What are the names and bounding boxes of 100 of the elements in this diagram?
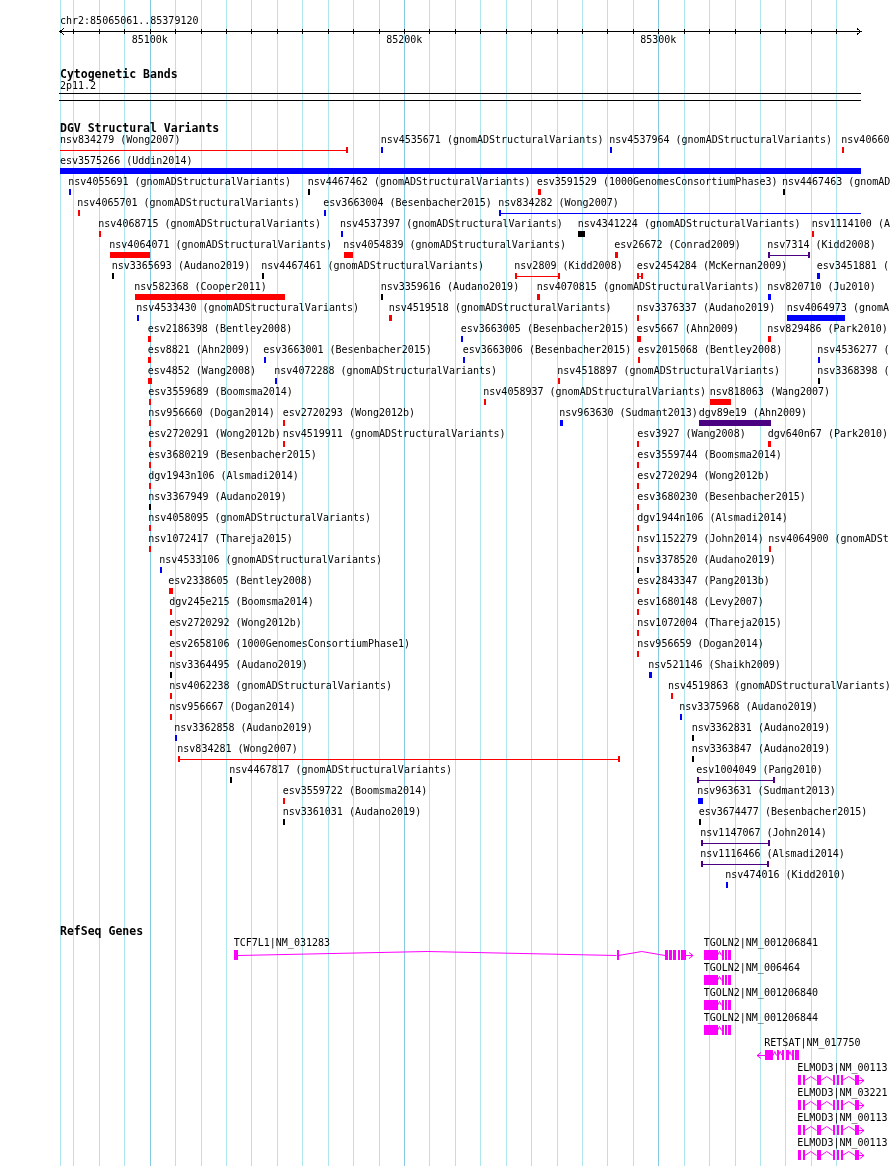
- variant-label: nsv3362858 (Audano2019): [174, 722, 313, 734]
- variant-label: esv3591529 (1000GenomesConsortiumPhase3): [536, 176, 778, 188]
- gene-label: TGOLN2|NM_001206841: [703, 937, 819, 949]
- variant-label: dgv245e215 (Boomsma2014): [169, 596, 314, 608]
- variant-label: dgv1943n106 (Alsmadi2014): [148, 470, 299, 482]
- variant-label: nsv956659 (Dogan2014): [637, 638, 764, 650]
- variant-label: nsv474016 (Kidd2010): [725, 869, 846, 881]
- variant-label: dgv1944n106 (Alsmadi2014): [637, 512, 788, 524]
- variant-label: nsv4070815 (gnomADStructuralVariants): [536, 281, 760, 293]
- variant-label: nsv3378520 (Audano2019): [637, 554, 776, 566]
- gene-label: ELMOD3|NM_00113: [797, 1112, 888, 1124]
- gene-label: TCF7L1|NM_031283: [233, 937, 330, 949]
- variant-label: nsv4064973 (gnomA: [786, 302, 890, 314]
- variant-label: nsv1147067 (John2014): [700, 827, 827, 839]
- variant-label: nsv4519518 (gnomADStructuralVariants): [388, 302, 612, 314]
- variant-label: nsv820710 (Ju2010): [767, 281, 876, 293]
- axis-tick-label: 85200k: [386, 34, 423, 46]
- variant-label: nsv818063 (Wang2007): [709, 386, 831, 398]
- variant-label: nsv3367949 (Audano2019): [148, 491, 287, 503]
- variant-label: esv3663001 (Besenbacher2015): [263, 344, 432, 356]
- variant-label: esv1680148 (Levy2007): [637, 596, 764, 608]
- variant-label: nsv4058095 (gnomADStructuralVariants): [148, 512, 372, 524]
- coordinate-range-label: chr2:85065061..85379120: [60, 15, 199, 27]
- variant-label: esv1004049 (Pang2010): [696, 764, 823, 776]
- variant-label: nsv956660 (Dogan2014): [148, 407, 275, 419]
- track-title: DGV Structural Variants: [60, 121, 220, 135]
- variant-label: esv2454284 (McKernan2009): [636, 260, 788, 272]
- variant-label: nsv1152279 (John2014): [637, 533, 764, 545]
- variant-label: esv2658106 (1000GenomesConsortiumPhase1): [169, 638, 411, 650]
- gene-label: ELMOD3|NM_00113: [797, 1137, 888, 1149]
- variant-label: esv3451881 (: [816, 260, 889, 272]
- variant-label: nsv4467463 (gnomAD: [782, 176, 890, 188]
- variant-label: nsv4533106 (gnomADStructuralVariants): [159, 554, 383, 566]
- variant-label: esv3559689 (Boomsma2014): [148, 386, 293, 398]
- variant-label: esv2720291 (Wong2012b): [148, 428, 281, 440]
- variant-label: esv2720293 (Wong2012b): [282, 407, 416, 419]
- variant-label: esv8821 (Ahn2009): [147, 344, 251, 356]
- axis-tick-label: 85300k: [640, 34, 677, 46]
- variant-label: esv2338605 (Bentley2008): [168, 575, 313, 587]
- variant-label: dgv640n67 (Park2010): [767, 428, 889, 440]
- variant-label: esv5667 (Ahn2009): [636, 323, 740, 335]
- variant-label: nsv4068715 (gnomADStructuralVariants): [98, 218, 322, 230]
- variant-label: nsv4055691 (gnomADStructuralVariants): [68, 176, 292, 188]
- variant-label: nsv4533430 (gnomADStructuralVariants): [136, 302, 360, 314]
- variant-label: nsv2809 (Kidd2008): [514, 260, 623, 272]
- variant-label: nsv1116466 (Alsmadi2014): [700, 848, 845, 860]
- variant-label: nsv834281 (Wong2007): [177, 743, 298, 755]
- variant-label: esv3663006 (Besenbacher2015): [462, 344, 632, 356]
- variant-label: nsv3363847 (Audano2019): [691, 743, 831, 755]
- variant-label: nsv4537397 (gnomADStructuralVariants): [340, 218, 563, 230]
- variant-label: nsv582368 (Cooper2011): [134, 281, 267, 293]
- gene-label: TGOLN2|NM_006464: [703, 962, 800, 974]
- variant-label: nsv4058937 (gnomADStructuralVariants): [483, 386, 707, 398]
- variant-label: nsv1114100 (A: [811, 218, 890, 230]
- variant-label: esv3927 (Wang2008): [637, 428, 746, 440]
- variant-label: nsv521146 (Shaikh2009): [648, 659, 781, 671]
- variant-label: nsv7314 (Kidd2008): [767, 239, 876, 251]
- variant-label: nsv3364495 (Audano2019): [169, 659, 308, 671]
- variant-label: esv3680230 (Besenbacher2015): [637, 491, 806, 503]
- variant-label: nsv4519911 (gnomADStructuralVariants): [282, 428, 506, 440]
- variant-label: esv2720292 (Wong2012b): [169, 617, 302, 629]
- gene-label: RETSAT|NM_017750: [764, 1037, 861, 1049]
- variant-label: nsv4518897 (gnomADStructuralVariants): [557, 365, 781, 377]
- variant-label: esv2843347 (Pang2013b): [637, 575, 770, 587]
- variant-label: nsv3365693 (Audano2019): [111, 260, 251, 272]
- variant-label: nsv4467817 (gnomADStructuralVariants): [229, 764, 453, 776]
- gene-label: ELMOD3|NM_00113: [797, 1062, 888, 1074]
- variant-label: nsv4062238 (gnomADStructuralVariants): [169, 680, 393, 692]
- variant-label: nsv4519863 (gnomADStructuralVariants): [668, 680, 890, 692]
- gene-label: TGOLN2|NM_001206844: [703, 1012, 819, 1024]
- variant-label: nsv1072004 (Thareja2015): [637, 617, 782, 629]
- variant-label: esv3559744 (Boomsma2014): [637, 449, 782, 461]
- variant-label: nsv4065701 (gnomADStructuralVariants): [77, 197, 301, 209]
- variant-label: nsv4064071 (gnomADStructuralVariants): [109, 239, 333, 251]
- axis-tick-label: 85100k: [131, 34, 168, 46]
- gene-label: TGOLN2|NM_001206840: [703, 987, 819, 999]
- variant-label: nsv956667 (Dogan2014): [169, 701, 296, 713]
- variant-label: esv26672 (Conrad2009): [614, 239, 741, 251]
- variant-label: nsv3359616 (Audano2019): [380, 281, 520, 293]
- variant-label: nsv4467461 (gnomADStructuralVariants): [261, 260, 485, 272]
- variant-label: nsv963631 (Sudmant2013): [697, 785, 836, 797]
- track-title: Cytogenetic Bands: [60, 67, 178, 81]
- variant-label: nsv40660: [841, 134, 890, 146]
- cytoband-label: 2p11.2: [60, 80, 97, 92]
- variant-label: nsv4064900 (gnomADSt: [768, 533, 889, 545]
- variant-label: nsv834282 (Wong2007): [498, 197, 619, 209]
- variant-label: esv3663005 (Besenbacher2015): [460, 323, 630, 335]
- variant-label: esv2015068 (Bentley2008): [637, 344, 783, 356]
- variant-label: nsv4537964 (gnomADStructuralVariants): [609, 134, 833, 146]
- variant-label: nsv963630 (Sudmant2013): [559, 407, 698, 419]
- variant-label: esv3680219 (Besenbacher2015): [148, 449, 317, 461]
- variant-label: nsv4054839 (gnomADStructuralVariants): [343, 239, 567, 251]
- variant-label: esv3674477 (Besenbacher2015): [698, 806, 868, 818]
- variant-label: nsv3376337 (Audano2019): [636, 302, 776, 314]
- variant-label: dgv89e19 (Ahn2009): [698, 407, 808, 419]
- variant-label: nsv3368398 (: [817, 365, 890, 377]
- variant-label: esv3559722 (Boomsma2014): [282, 785, 428, 797]
- variant-label: esv2186398 (Bentley2008): [147, 323, 293, 335]
- variant-label: nsv3375968 (Audano2019): [679, 701, 818, 713]
- variant-label: nsv4536277 (: [817, 344, 890, 356]
